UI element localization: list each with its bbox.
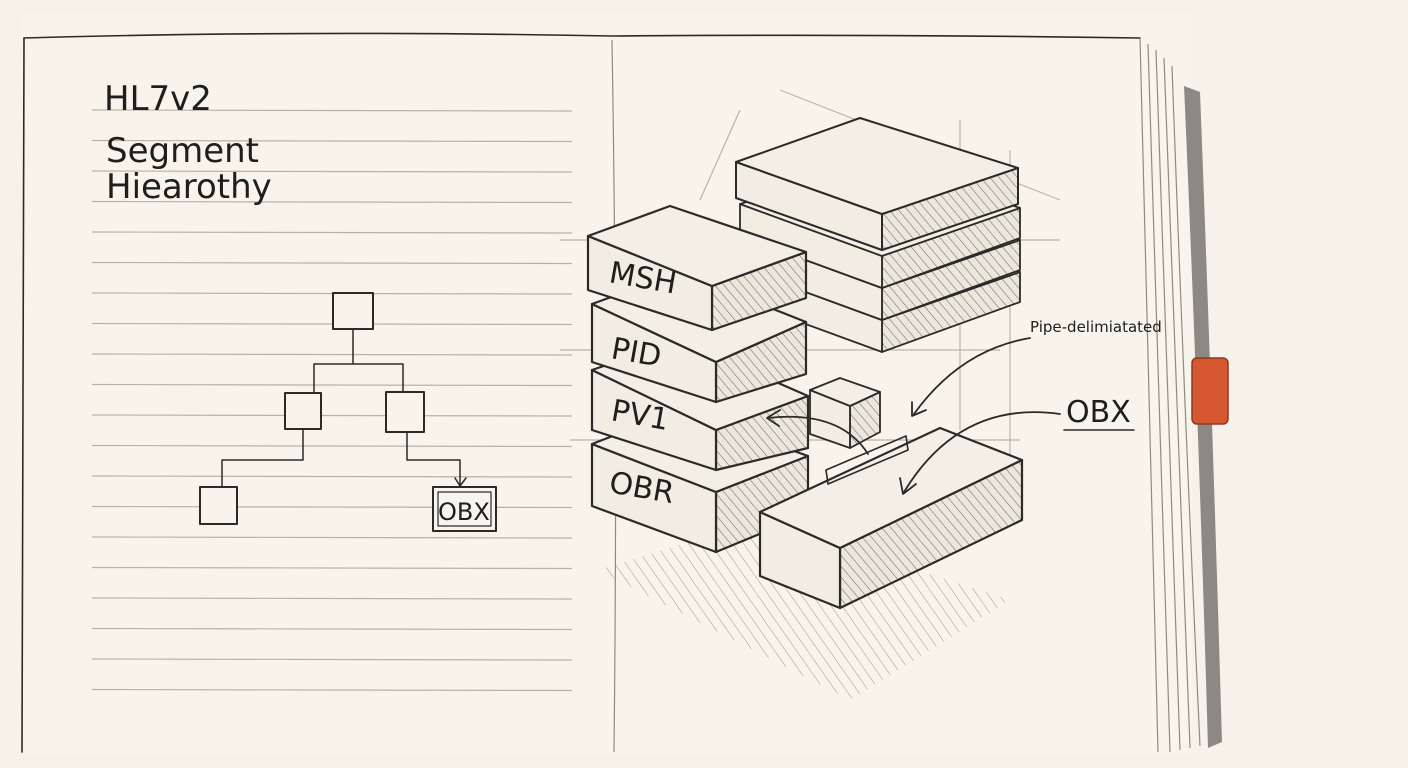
- ruled-line: [91, 414, 573, 417]
- tree-child-node-right: [385, 391, 425, 433]
- ruled-line: [91, 231, 573, 234]
- ruled-line: [91, 383, 573, 387]
- ruled-line: [91, 627, 573, 631]
- ruled-line: [91, 139, 573, 143]
- tree-leaf-node-left: [199, 486, 238, 525]
- page-title: HL7v2 Segment Hiearothy: [104, 79, 272, 207]
- ruled-line: [91, 536, 573, 539]
- tree-leaf-label: OBX: [438, 498, 490, 526]
- pipe-delimited-note: Pipe-delimiatated: [1030, 318, 1162, 336]
- ruled-line: [91, 566, 573, 570]
- ruled-line: [91, 353, 573, 356]
- stack-shadow: [598, 520, 1010, 700]
- ruled-line: [91, 597, 573, 600]
- notebook-pages: [21, 14, 1229, 754]
- segment-stack: [586, 204, 810, 554]
- annotation-arrows: [766, 337, 1061, 495]
- tree-leaf-node-obx: [432, 486, 497, 532]
- title-line-1: HL7v2: [104, 79, 212, 119]
- bookmark-tab: [1191, 357, 1229, 425]
- title-line-3: Hiearothy: [106, 167, 272, 207]
- ruled-line: [91, 658, 573, 661]
- connector-slab: [809, 377, 881, 449]
- segment-block-msh: [586, 204, 808, 332]
- ruled-line: [91, 475, 573, 478]
- tree-child-node-left: [284, 392, 322, 430]
- segment-label-pid: PID: [609, 331, 664, 374]
- obx-block: [758, 426, 1024, 610]
- title-line-2: Segment: [106, 131, 259, 171]
- arrow-pv1-connector: [767, 415, 869, 455]
- ruled-line: [91, 170, 573, 173]
- ruled-line: [91, 109, 573, 112]
- obx-callout-label: OBX: [1066, 395, 1131, 430]
- hierarchy-tree: [199, 292, 497, 532]
- arrow-pipe-note: [913, 337, 1031, 415]
- ruled-line: [91, 261, 573, 265]
- tree-root-node: [332, 292, 374, 330]
- ruled-line: [91, 688, 573, 692]
- ruled-line: [91, 444, 573, 448]
- ruled-line: [91, 200, 573, 204]
- arrow-obx-callout: [903, 411, 1061, 493]
- back-slab-stack: [735, 117, 1021, 353]
